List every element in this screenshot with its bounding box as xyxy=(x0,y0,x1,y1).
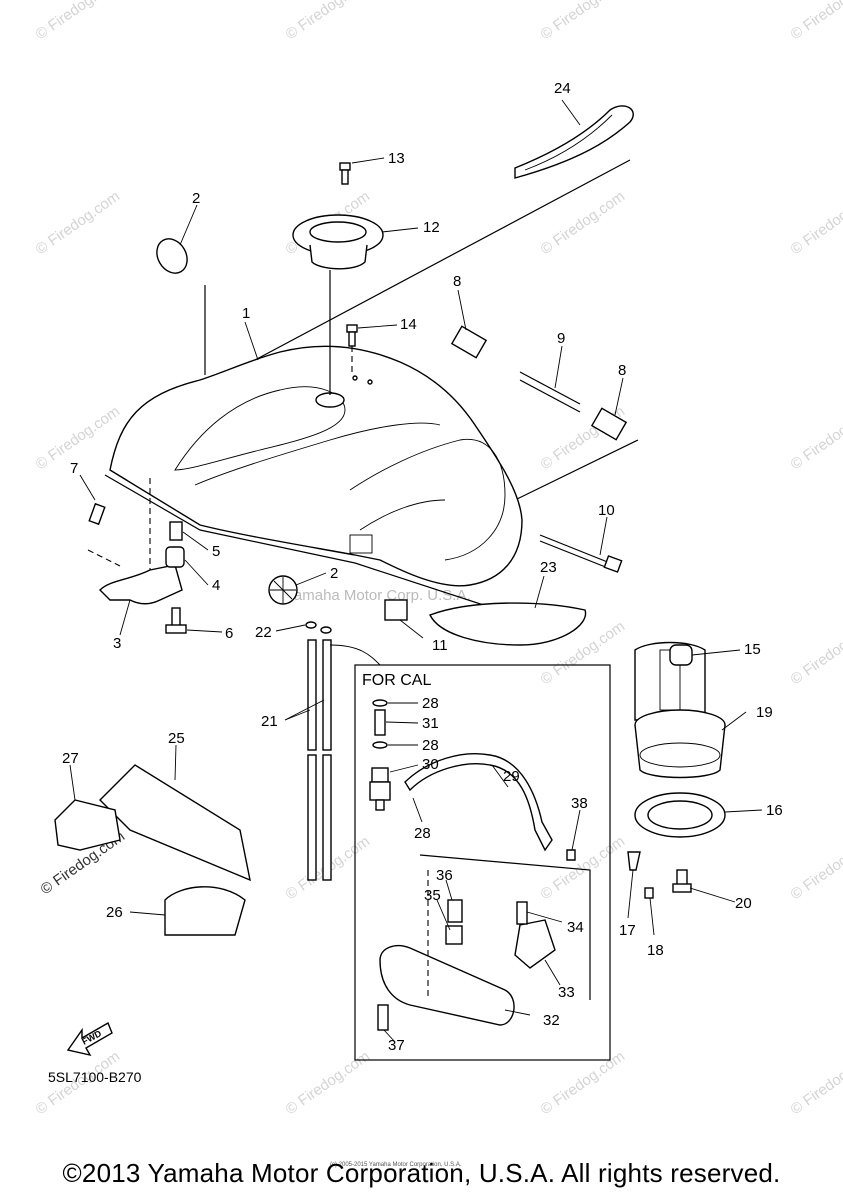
callout-28-c: 28 xyxy=(414,825,431,842)
callout-35: 35 xyxy=(424,887,441,904)
callout-23: 23 xyxy=(540,559,557,576)
callout-15: 15 xyxy=(744,641,761,658)
callout-4: 4 xyxy=(212,577,220,594)
watermark: © Firedog.com xyxy=(538,833,629,903)
watermark: © Firedog.com xyxy=(788,0,843,43)
callout-34: 34 xyxy=(567,919,584,936)
fuel-pump-15 xyxy=(634,641,706,721)
callout-25: 25 xyxy=(168,730,185,747)
watermark: © Firedog.com xyxy=(788,188,843,258)
callout-24: 24 xyxy=(554,80,571,97)
watermark: © Firedog.com xyxy=(283,0,374,43)
collar-5 xyxy=(169,521,183,541)
callout-16: 16 xyxy=(766,802,783,819)
watermark: © Firedog.com xyxy=(538,0,629,43)
fuel-pump-body-19 xyxy=(634,709,726,779)
callout-17: 17 xyxy=(619,922,636,939)
fwd-arrow-icon: FWD xyxy=(66,1021,113,1057)
callout-5: 5 xyxy=(212,543,220,560)
callout-27: 27 xyxy=(62,750,79,767)
callout-33: 33 xyxy=(558,984,575,1001)
callout-26: 26 xyxy=(106,904,123,921)
fuel-filter-cap xyxy=(268,575,298,605)
diagram-code: 5SL7100-B270 xyxy=(48,1069,142,1085)
callout-3: 3 xyxy=(113,635,121,652)
inset-title: FOR CAL xyxy=(362,672,431,689)
cover-25 xyxy=(99,764,251,882)
small-copyright: (c) 2005-2015 Yamaha Motor Corporation, … xyxy=(330,1162,462,1168)
watermark: © Firedog.com xyxy=(788,833,843,903)
callout-36: 36 xyxy=(436,867,453,884)
watermark: © Firedog.com xyxy=(538,1048,629,1118)
damper-8-lower xyxy=(590,407,628,441)
fuel-cap xyxy=(292,214,384,395)
copyright-notice: ©2013 Yamaha Motor Corporation, U.S.A. A… xyxy=(62,1158,781,1188)
clips-22 xyxy=(305,621,332,634)
gasket-16 xyxy=(634,792,726,838)
bolt-10 xyxy=(539,534,623,573)
screw-18 xyxy=(644,887,654,899)
watermark: © Firedog.com xyxy=(788,618,843,688)
collar-9 xyxy=(519,371,581,413)
clip-17 xyxy=(627,851,641,871)
callout-18: 18 xyxy=(647,942,664,959)
plate-26 xyxy=(164,886,246,936)
bolt-20 xyxy=(672,869,692,893)
callout-37: 37 xyxy=(388,1037,405,1054)
watermark: © Firedog.com xyxy=(33,188,124,258)
bolt-14 xyxy=(346,324,358,375)
callout-6: 6 xyxy=(225,625,233,642)
callout-21: 21 xyxy=(261,713,278,730)
callout-13: 13 xyxy=(388,150,405,167)
hoses-21 xyxy=(307,639,381,881)
watermark: © Firedog.com xyxy=(33,0,124,43)
damper-8-upper xyxy=(450,325,488,359)
watermark-stamp: Yamaha Motor Corp. U.S.A. xyxy=(285,587,471,604)
protector-24 xyxy=(514,105,634,179)
callout-29: 29 xyxy=(503,768,520,785)
callout-30: 30 xyxy=(422,756,439,773)
callout-14: 14 xyxy=(400,316,417,333)
callout-22: 22 xyxy=(255,624,272,641)
callout-2-upper: 2 xyxy=(192,190,200,207)
callout-12: 12 xyxy=(423,219,440,236)
callout-8-upper: 8 xyxy=(453,273,461,290)
for-cal-inset: FOR CAL xyxy=(354,664,611,1061)
callout-labels: 1 2 2 3 4 5 6 7 8 8 9 10 11 12 13 14 15 … xyxy=(62,80,783,1054)
callout-2-lower: 2 xyxy=(330,565,338,582)
bolt-13 xyxy=(339,162,351,185)
callout-8-lower: 8 xyxy=(618,362,626,379)
callout-31: 31 xyxy=(422,715,439,732)
callout-7: 7 xyxy=(70,460,78,477)
bracket-3 xyxy=(99,564,183,605)
fitting-11 xyxy=(384,599,408,621)
callout-9: 9 xyxy=(557,330,565,347)
watermark: © Firedog.com xyxy=(788,1048,843,1118)
callout-28-b: 28 xyxy=(422,737,439,754)
callout-28-a: 28 xyxy=(422,695,439,712)
bolt-7 xyxy=(88,502,106,526)
callout-1: 1 xyxy=(242,305,250,322)
bolt-6 xyxy=(165,607,187,634)
watermark: © Firedog.com xyxy=(283,1048,374,1118)
callout-20: 20 xyxy=(735,895,752,912)
damper-23 xyxy=(429,602,587,646)
watermark: © Firedog.com xyxy=(788,403,843,473)
damper-4 xyxy=(165,546,185,568)
callout-19: 19 xyxy=(756,704,773,721)
gasket-upper xyxy=(156,238,188,274)
callout-32: 32 xyxy=(543,1012,560,1029)
assembly-lines xyxy=(104,159,639,613)
leader-lines xyxy=(69,99,763,1043)
fuel-tank xyxy=(109,345,523,587)
callout-38: 38 xyxy=(571,795,588,812)
watermark: © Firedog.com xyxy=(538,188,629,258)
callout-11: 11 xyxy=(432,637,448,654)
callout-10: 10 xyxy=(598,502,615,519)
